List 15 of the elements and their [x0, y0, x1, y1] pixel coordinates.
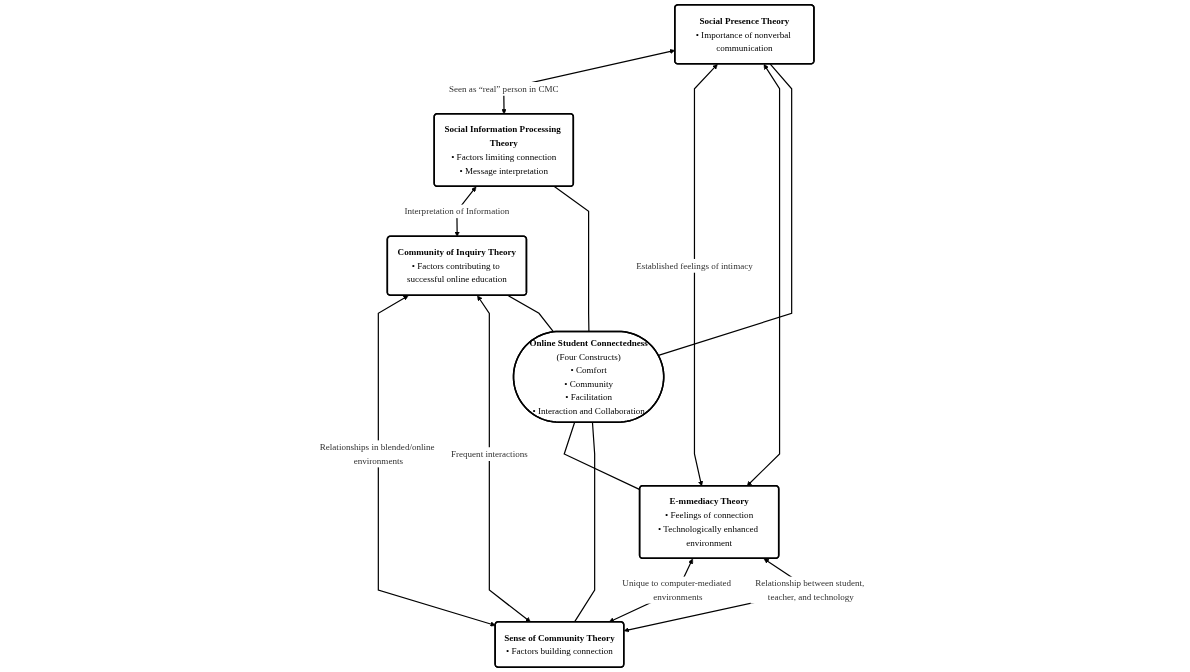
arrow: [694, 64, 719, 487]
edge-label: Frequent interactions: [451, 448, 529, 459]
connector: [563, 421, 641, 491]
edge-label: Unique to computer-mediated environments: [622, 578, 732, 602]
edge-label: Relationships in blended/online environments: [320, 442, 436, 466]
edge-label: Seen as “real” person in CMC: [449, 83, 559, 94]
connector: [574, 421, 596, 623]
edge-label: Relationship between student, teacher, and technology: [755, 578, 865, 602]
connector: [507, 294, 555, 333]
edge-label: Established feelings of intimacy: [636, 260, 754, 271]
arrow: [477, 295, 532, 623]
connector: [554, 186, 590, 333]
arrow: [747, 64, 781, 487]
connector: [658, 63, 793, 356]
edge-label: Interpretation of Information: [404, 206, 510, 216]
